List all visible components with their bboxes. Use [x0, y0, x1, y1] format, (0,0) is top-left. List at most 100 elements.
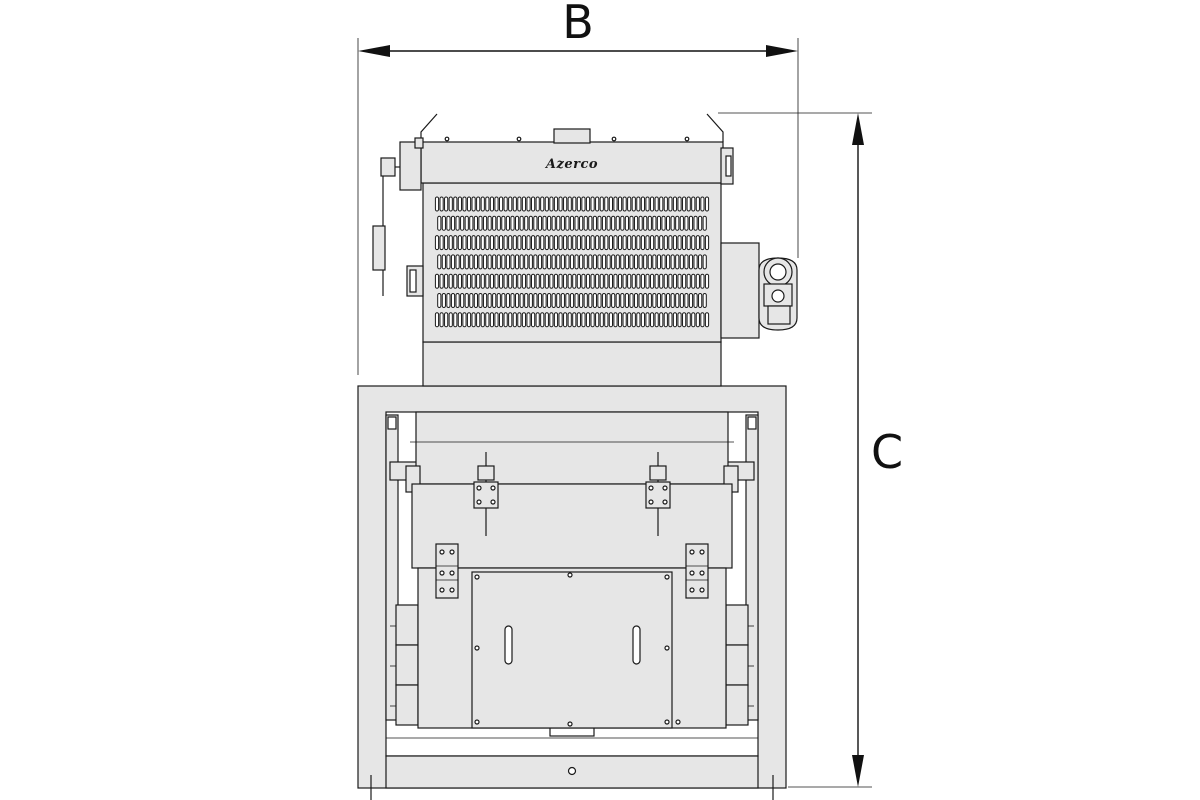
vent-slot: [519, 215, 524, 231]
vent-slot: [478, 293, 483, 308]
vent-slot: [684, 215, 689, 231]
door-slot-left: [504, 625, 513, 665]
vent-slot: [501, 215, 506, 231]
vent-slot: [659, 312, 664, 328]
vent-slot: [457, 273, 462, 289]
vent-slot: [471, 196, 476, 212]
right-block-2: [725, 644, 749, 686]
vent-slot: [487, 254, 492, 270]
vent-slot: [537, 254, 543, 270]
vent-slot: [691, 196, 696, 212]
vent-slot: [512, 273, 517, 289]
upper-housing: Azerco: [420, 113, 724, 387]
hopper-middle: [411, 483, 733, 569]
vent-slot: [576, 196, 581, 212]
vent-slot: [542, 254, 547, 270]
vent-slot: [560, 215, 565, 231]
latch-left: [473, 452, 499, 536]
vent-slot: [480, 312, 485, 328]
vent-slot: [620, 254, 625, 270]
left-rail: [385, 414, 399, 721]
vent-slot: [613, 196, 618, 212]
right-rail-cap: [747, 416, 757, 430]
vent-slot: [677, 312, 682, 328]
vent-slot: [544, 196, 549, 212]
vent-slot: [613, 235, 618, 251]
vent-slot: [434, 273, 440, 289]
housing-neck: [422, 341, 722, 387]
vent-slot: [597, 293, 602, 308]
vent-slot: [629, 254, 634, 270]
vent-slot: [583, 293, 588, 308]
vent-slot: [663, 196, 668, 212]
vent-slot: [574, 215, 579, 231]
vent-slot: [489, 196, 495, 212]
vent-slot: [572, 196, 577, 212]
vent-slot: [508, 235, 513, 251]
hinge-left: [435, 543, 459, 599]
vent-slot: [588, 215, 593, 231]
vent-slot: [560, 293, 565, 308]
vent-slot: [476, 235, 481, 251]
lever-plate: [372, 225, 386, 271]
vent-slot: [469, 215, 474, 231]
vent-slot: [487, 293, 492, 308]
vent-slot: [551, 293, 556, 308]
vent-slot: [526, 273, 531, 289]
vent-slot: [453, 273, 458, 289]
vent-slot: [704, 235, 710, 251]
vent-slot: [620, 293, 625, 308]
dimension-b-label: B: [562, 0, 594, 49]
vent-slot: [691, 312, 696, 328]
vent-slot: [590, 235, 595, 251]
brand-logo: Azerco: [544, 157, 598, 172]
vent-slot: [560, 254, 565, 270]
vent-slot: [675, 293, 680, 308]
vent-slot: [535, 312, 540, 328]
vent-slot: [556, 293, 561, 308]
latch-right: [645, 452, 671, 536]
vent-slot: [535, 235, 540, 251]
vent-slot: [704, 312, 710, 328]
vent-slot: [679, 254, 684, 270]
vent-slot: [627, 196, 632, 212]
vent-slot: [526, 312, 531, 328]
vent-slot: [448, 273, 453, 289]
vent-slot: [638, 254, 643, 270]
vent-slot: [613, 312, 618, 328]
vent-slot: [668, 196, 673, 212]
vent-slot: [627, 273, 632, 289]
vent-slot: [652, 215, 657, 231]
vent-slot: [624, 293, 630, 308]
vent-slot: [437, 293, 442, 308]
vent-slot: [620, 215, 625, 231]
vent-slot: [691, 235, 696, 251]
door-panel: [471, 571, 673, 729]
vent-slot: [567, 235, 572, 251]
vent-slot: [585, 273, 591, 289]
vent-slot: [611, 293, 616, 308]
vent-slot: [643, 293, 648, 308]
vent-slot: [622, 196, 627, 212]
vent-slot: [498, 312, 504, 328]
vent-slot: [480, 235, 485, 251]
vent-slot: [485, 312, 490, 328]
vent-slot: [583, 215, 588, 231]
vent-slot: [439, 312, 444, 328]
vent-slot: [668, 312, 673, 328]
vent-slot: [528, 215, 533, 231]
vent-slot: [585, 196, 591, 212]
vent-slot: [643, 215, 648, 231]
vent-slot: [583, 254, 588, 270]
vent-slot: [517, 235, 522, 251]
vent-slot: [576, 235, 581, 251]
dimension-b: B: [357, 0, 799, 375]
vent-slot: [679, 215, 684, 231]
vent-slot: [595, 235, 600, 251]
vent-slot: [611, 254, 616, 270]
vent-slot: [485, 235, 490, 251]
vent-slot: [444, 196, 449, 212]
vent-slot: [686, 196, 691, 212]
vent-slot: [487, 215, 492, 231]
hinge-right: [685, 543, 709, 599]
